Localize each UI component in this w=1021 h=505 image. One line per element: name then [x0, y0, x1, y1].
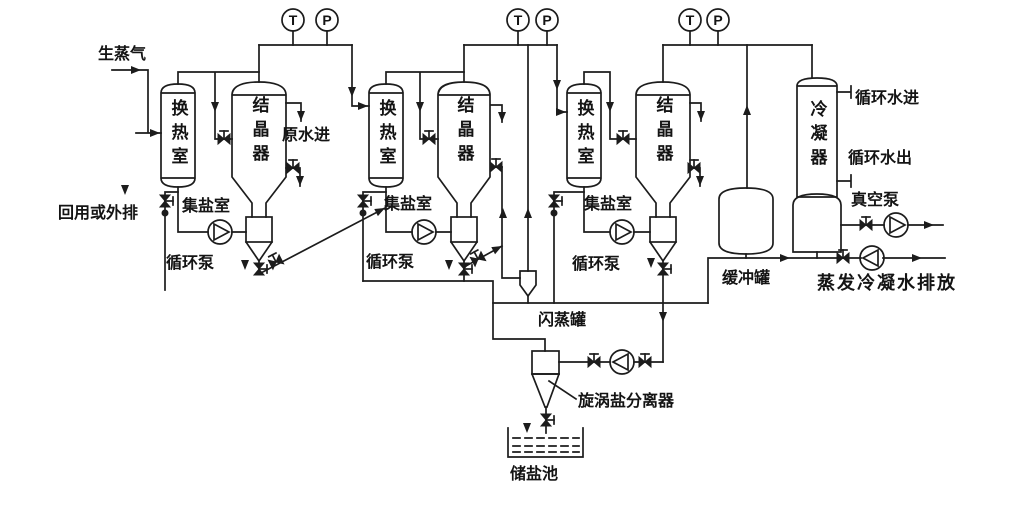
condensate-receiver-vessel	[792, 193, 842, 253]
crystallizer-vessel	[437, 81, 491, 218]
valve-icon	[253, 262, 268, 276]
heater-label: 换热室	[168, 99, 188, 171]
salt-chamber-vessel	[245, 216, 273, 243]
valve-icon	[358, 208, 368, 218]
salt-pool-label: 储盐池	[510, 466, 559, 483]
gauge-letter: P	[542, 12, 552, 28]
valve-icon	[549, 208, 559, 218]
heater-vessel	[160, 83, 196, 188]
salt-chamber-label: 集盐室	[182, 198, 231, 215]
valve-icon	[159, 194, 174, 208]
vacuum-pump-icon	[883, 212, 909, 238]
valve-icon	[286, 159, 300, 174]
valve-icon	[540, 413, 555, 427]
heater-vessel	[566, 83, 602, 188]
valve-icon	[859, 216, 873, 231]
discharge-pump-icon	[859, 245, 885, 271]
salt-chamber-vessel	[450, 216, 478, 243]
heater-label: 换热室	[574, 99, 594, 171]
vapor-piping	[258, 44, 813, 279]
bottom-piping	[362, 280, 709, 401]
condenser-label: 冷凝器	[807, 100, 827, 172]
steam-in-label: 生蒸气	[98, 46, 147, 63]
circulating-water-out-label: 循环水出	[848, 150, 913, 167]
valve-icon	[587, 353, 601, 368]
valve-icon	[422, 130, 436, 145]
valve-icon	[357, 194, 372, 208]
buffer-tank-group	[707, 187, 946, 304]
gauge-letter: T	[513, 12, 523, 28]
valve-icon	[657, 262, 672, 276]
circulation-pump-label: 循环泵	[366, 254, 415, 271]
circulation-pump-icon	[207, 219, 233, 245]
crystallizer-vessel	[635, 81, 691, 218]
heater-label: 换热室	[376, 99, 396, 171]
circulating-water-in-label: 循环水进	[855, 90, 920, 107]
buffer-tank-vessel	[718, 187, 774, 255]
valve-icon	[217, 130, 231, 145]
slurry-pump-icon	[609, 349, 635, 375]
gauge-letter: T	[685, 12, 695, 28]
flow-arrows	[779, 220, 935, 263]
crystallizer-label: 结晶器	[653, 96, 673, 168]
flash-tank-group	[519, 270, 537, 304]
effect-2	[347, 71, 533, 282]
vacuum-pump-label: 真空泵	[851, 192, 900, 209]
cyclone-separator-vessel	[531, 350, 560, 375]
gauge-letter: P	[713, 12, 723, 28]
circulation-pump-icon	[609, 219, 635, 245]
circulation-pump-icon	[411, 219, 437, 245]
gauge-letter: P	[322, 12, 332, 28]
instrument-gauges	[281, 8, 730, 46]
valve-icon	[616, 130, 630, 145]
condenser-vessel	[796, 77, 838, 198]
valve-icon	[266, 251, 285, 271]
crystallizer-label: 结晶器	[454, 96, 474, 168]
raw-water-in-label: 原水进	[282, 127, 331, 144]
reuse-or-discharge-label: 回用或外排	[58, 205, 139, 222]
valve-icon	[548, 194, 563, 208]
flow-arrows	[522, 422, 532, 434]
salt-pool-group	[507, 427, 584, 458]
salt-chamber-label: 集盐室	[384, 196, 433, 213]
valve-icon	[489, 158, 503, 173]
crystallizer-vessel	[231, 81, 287, 218]
flash-tank-vessel	[519, 270, 537, 298]
gauge-letter: T	[288, 12, 298, 28]
valve-icon	[458, 262, 473, 276]
valve-icon	[638, 353, 652, 368]
salt-pool-vessel	[507, 427, 584, 458]
cyclone-separator-label: 旋涡盐分离器	[578, 393, 675, 410]
condensate-discharge-label: 蒸发冷凝水排放	[817, 273, 957, 293]
effect-3	[548, 71, 752, 363]
circulation-pump-label: 循环泵	[572, 256, 621, 273]
crystallizer-label: 结晶器	[249, 96, 269, 168]
flash-tank-label: 闪蒸罐	[538, 312, 587, 329]
effect-1	[111, 65, 388, 291]
valve-icon	[160, 208, 170, 218]
salt-chamber-vessel	[649, 216, 677, 243]
circulation-pump-label: 循环泵	[166, 255, 215, 272]
salt-chamber-label: 集盐室	[584, 196, 633, 213]
condenser-group	[792, 77, 944, 259]
buffer-tank-label: 缓冲罐	[722, 270, 771, 287]
cyclone-separator-group	[522, 349, 652, 434]
heater-vessel	[368, 83, 404, 188]
